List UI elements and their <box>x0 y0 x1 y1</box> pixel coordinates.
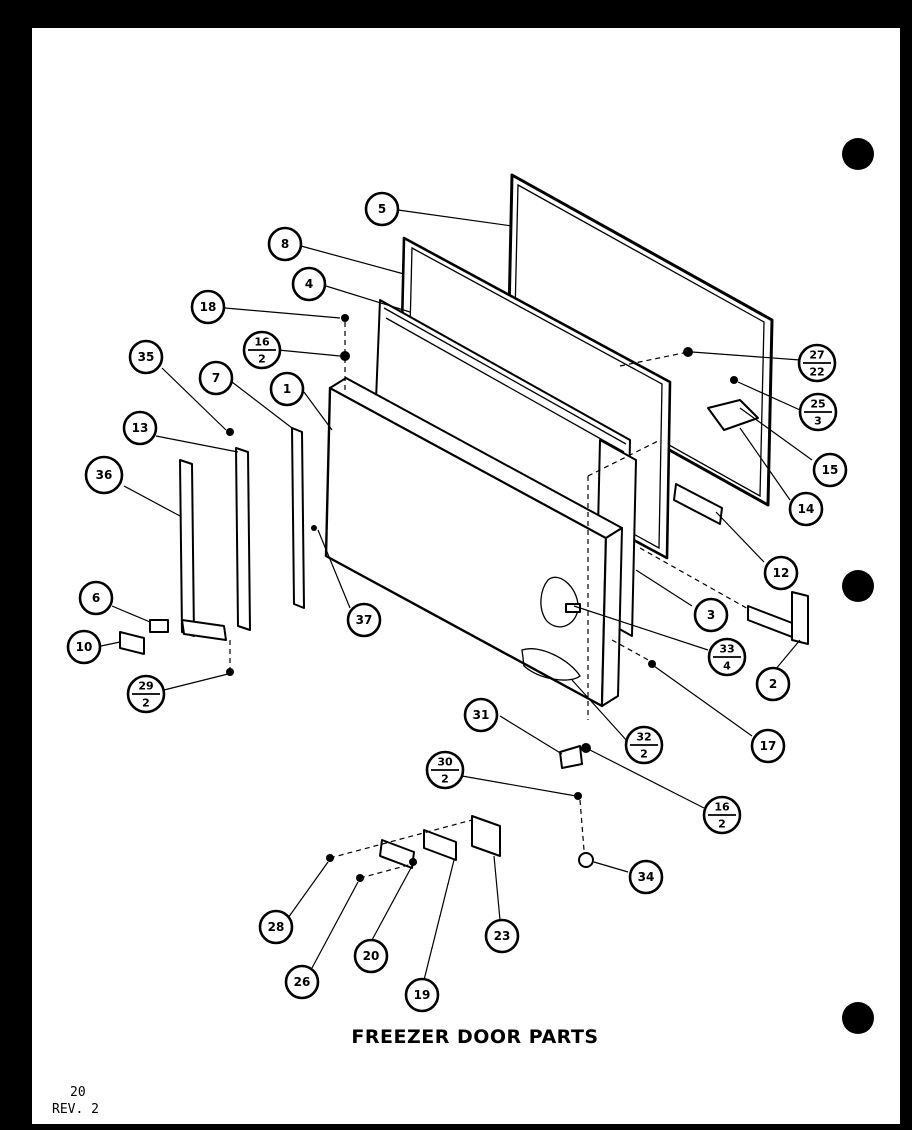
callout-28: 28 <box>258 909 294 945</box>
callout-15-label: 15 <box>822 463 839 477</box>
callout-34-label: 34 <box>638 870 655 884</box>
part-23-bracket <box>471 815 501 857</box>
callout-32-2-den: 2 <box>640 748 648 761</box>
callout-4-label: 4 <box>305 277 313 291</box>
callout-29-2-num: 29 <box>138 680 153 693</box>
callout-25-3: 253 <box>798 392 838 432</box>
callout-16-2-top-den: 2 <box>258 353 266 366</box>
callout-19: 19 <box>404 977 440 1013</box>
callout-31: 31 <box>463 697 499 733</box>
callout-25-3-den: 3 <box>814 415 822 428</box>
callout-10: 10 <box>66 629 102 665</box>
callout-32-2-num: 32 <box>636 731 651 744</box>
callout-1: 1 <box>269 371 305 407</box>
callout-30-2-den: 2 <box>441 773 449 786</box>
callout-7: 7 <box>198 360 234 396</box>
callout-12: 12 <box>763 555 799 591</box>
callout-19-label: 19 <box>414 988 431 1002</box>
part-14-15-hinge <box>707 376 759 431</box>
binder-hole-bottom <box>842 1002 874 1034</box>
callout-16-2-bottom-num: 16 <box>714 801 730 814</box>
callout-12-label: 12 <box>773 566 790 580</box>
callout-16-2-top: 162 <box>242 330 282 370</box>
callout-3-label: 3 <box>707 608 715 622</box>
part-12-bracket <box>673 483 723 525</box>
callout-16-2-top-num: 16 <box>254 336 270 349</box>
callout-27-22-den: 22 <box>809 366 824 379</box>
callout-30-2-num: 30 <box>437 756 453 769</box>
callout-2-label: 2 <box>769 677 777 691</box>
callout-26: 26 <box>284 964 320 1000</box>
part-2-hinge <box>747 591 809 645</box>
callout-15: 15 <box>812 452 848 488</box>
callout-8-label: 8 <box>281 237 289 251</box>
callout-5: 5 <box>364 191 400 227</box>
callout-26-label: 26 <box>294 975 311 989</box>
callout-7-label: 7 <box>212 371 220 385</box>
callout-30-2: 302 <box>425 750 465 790</box>
callout-20-label: 20 <box>363 949 380 963</box>
part-13-handle-cover <box>235 447 251 631</box>
callout-14-label: 14 <box>798 502 815 516</box>
part-20-hinge-pin <box>379 839 417 869</box>
hardware-screws <box>226 314 693 882</box>
binder-hole-top <box>842 138 874 170</box>
callout-29-2: 292 <box>126 674 166 714</box>
callout-31-label: 31 <box>473 708 490 722</box>
revision-label: REV. 2 <box>52 1102 99 1117</box>
callout-16-2-bottom-den: 2 <box>718 818 726 831</box>
part-4-liner <box>375 299 631 541</box>
callout-28-label: 28 <box>268 920 285 934</box>
callout-35: 35 <box>128 339 164 375</box>
part-6-clip <box>149 619 169 633</box>
callout-4: 4 <box>291 266 327 302</box>
callout-17: 17 <box>750 728 786 764</box>
callout-5-label: 5 <box>378 202 386 216</box>
callout-33-4: 334 <box>707 637 747 677</box>
part-10-cap <box>119 631 145 655</box>
callout-17-label: 17 <box>760 739 777 753</box>
callout-23-label: 23 <box>494 929 511 943</box>
callout-6: 6 <box>78 580 114 616</box>
diagram-title: FREEZER DOOR PARTS <box>351 1026 599 1048</box>
callout-20: 20 <box>353 938 389 974</box>
part-7-handle-trim <box>291 427 305 609</box>
leader-lines <box>100 209 813 981</box>
part-34-bushing <box>578 852 594 868</box>
callout-14: 14 <box>788 491 824 527</box>
callout-25-3-num: 25 <box>810 398 825 411</box>
callout-3: 3 <box>693 597 729 633</box>
callout-33-4-den: 4 <box>723 660 731 673</box>
callout-6-label: 6 <box>92 591 100 605</box>
callout-1-label: 1 <box>283 382 291 396</box>
callout-29-2-den: 2 <box>142 697 150 710</box>
callout-18-label: 18 <box>200 300 217 314</box>
binder-hole-middle <box>842 570 874 602</box>
callout-13: 13 <box>122 410 158 446</box>
callout-2: 2 <box>755 666 791 702</box>
part-36-handle-base <box>179 459 227 641</box>
callout-37-label: 37 <box>356 613 373 627</box>
callout-18: 18 <box>190 289 226 325</box>
callout-33-4-num: 33 <box>719 643 734 656</box>
part-19-plate <box>423 829 457 861</box>
callout-13-label: 13 <box>132 421 149 435</box>
callout-32-2: 322 <box>624 725 664 765</box>
callout-16-2-bottom: 162 <box>702 795 742 835</box>
callout-10-label: 10 <box>76 640 93 654</box>
callout-36: 36 <box>84 455 124 495</box>
callout-37: 37 <box>346 602 382 638</box>
callout-34: 34 <box>628 859 664 895</box>
callout-36-label: 36 <box>96 468 113 482</box>
callout-23: 23 <box>484 918 520 954</box>
callout-8: 8 <box>267 226 303 262</box>
part-1-door-panel <box>324 377 623 708</box>
page-number: 20 <box>70 1085 86 1100</box>
callout-35-label: 35 <box>138 350 155 364</box>
assembly-dashed-lines <box>229 322 751 879</box>
callout-27-22-num: 27 <box>809 349 824 362</box>
part-31-washer <box>559 745 583 769</box>
